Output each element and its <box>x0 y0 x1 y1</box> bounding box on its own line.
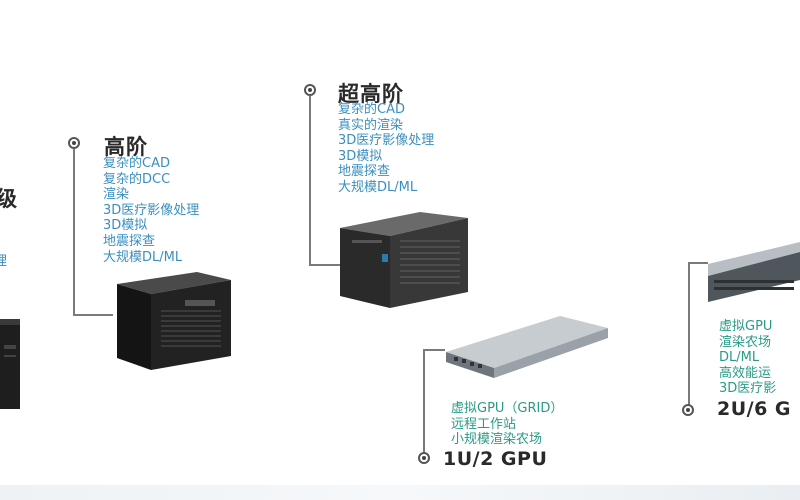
rack-server-image-1u <box>446 316 608 378</box>
list-item: 复杂的CAD <box>338 102 405 117</box>
tier-list-partial: 理 <box>0 254 7 270</box>
tier-title-1u: 1U/2 GPU <box>443 448 548 470</box>
list-item: 高效能运 <box>719 365 772 381</box>
list-item: DL/ML <box>719 350 760 366</box>
list-item: 理 <box>0 254 8 269</box>
list-item: 地震探查 <box>338 164 391 180</box>
list-item: 大规模DL/ML <box>338 179 418 195</box>
tier-title-high: 高阶 <box>104 135 148 159</box>
tier-marker-1u <box>418 452 430 464</box>
tier-title-partial: 级 <box>0 187 18 211</box>
tower-server-image-partial <box>0 319 20 409</box>
connector-line-high-h <box>73 314 113 316</box>
list-item: 渲染 <box>103 187 130 203</box>
list-item: 复杂的DCC <box>103 171 171 187</box>
rack-server-image-2u <box>708 242 800 302</box>
tier-marker-high <box>68 137 80 149</box>
tier-list-high: 复杂的CAD 复杂的DCC 渲染 3D医疗影像处理 3D模拟 地震探查 大规模D… <box>103 156 199 265</box>
connector-line-1u-h <box>423 349 445 351</box>
list-item: 3D模拟 <box>103 218 148 234</box>
bottom-decoration <box>0 485 800 500</box>
tower-server-image-ultra <box>340 212 468 308</box>
tower-server-image-high <box>117 272 231 370</box>
connector-line-2u-h <box>688 262 708 264</box>
tier-title-ultra: 超高阶 <box>338 82 404 106</box>
connector-line-high <box>73 149 75 315</box>
list-item: 3D医疗影像处理 <box>338 133 435 149</box>
tier-marker-2u <box>682 404 694 416</box>
list-item: 小规模渲染农场 <box>451 432 543 448</box>
list-item: 远程工作站 <box>451 416 517 432</box>
connector-line-1u <box>423 349 425 456</box>
list-item: 复杂的CAD <box>103 156 170 171</box>
list-item: 虚拟GPU（GRID） <box>451 401 564 416</box>
tier-title-2u: 2U/6 G <box>717 398 792 420</box>
list-item: 3D医疗影 <box>719 381 777 397</box>
connector-line-ultra-h <box>309 264 341 266</box>
list-item: 虚拟GPU <box>719 319 773 334</box>
connector-line-2u <box>688 262 690 408</box>
tier-list-2u: 虚拟GPU 渲染农场 DL/ML 高效能运 3D医疗影 <box>719 319 776 397</box>
list-item: 3D医疗影像处理 <box>103 202 200 218</box>
list-item: 大规模DL/ML <box>103 249 183 265</box>
tier-marker-ultra <box>304 84 316 96</box>
list-item: 真实的渲染 <box>338 117 404 133</box>
connector-line-ultra <box>309 96 311 265</box>
list-item: 地震探查 <box>103 233 156 249</box>
tier-list-ultra: 复杂的CAD 真实的渲染 3D医疗影像处理 3D模拟 地震探查 大规模DL/ML <box>338 102 434 196</box>
list-item: 渲染农场 <box>719 334 772 350</box>
tier-list-1u: 虚拟GPU（GRID） 远程工作站 小规模渲染农场 <box>451 401 563 448</box>
list-item: 3D模拟 <box>338 148 383 164</box>
